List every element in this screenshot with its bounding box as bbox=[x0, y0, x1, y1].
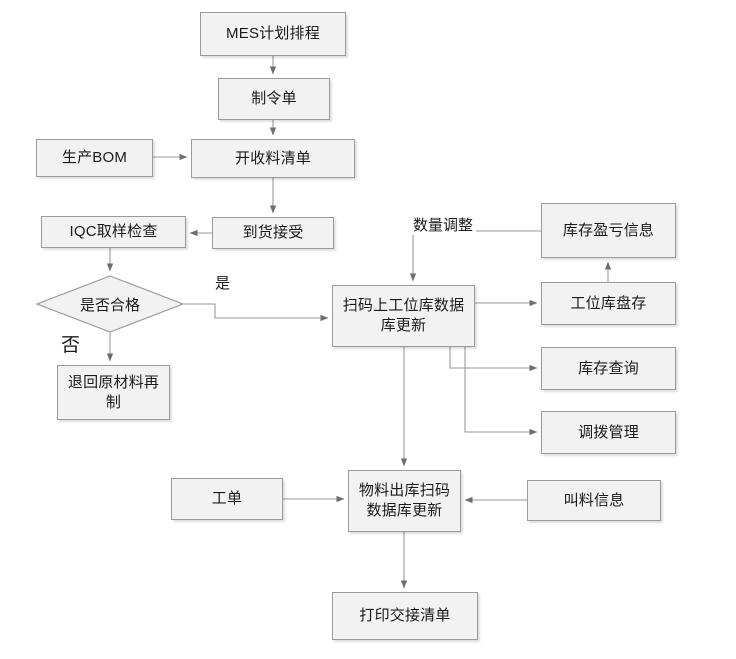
node-scan-out-db-update[interactable]: 物料出库扫码 数据库更新 bbox=[348, 470, 461, 532]
node-iqc-sampling-inspection[interactable]: IQC取样检查 bbox=[41, 216, 186, 248]
node-inventory-profit-loss-info[interactable]: 库存盈亏信息 bbox=[541, 203, 676, 258]
node-print-handover-list[interactable]: 打印交接清单 bbox=[332, 592, 478, 640]
node-inventory-query[interactable]: 库存查询 bbox=[541, 347, 676, 390]
edge-decision-yes-scanin bbox=[184, 303, 329, 322]
node-production-bom[interactable]: 生产BOM bbox=[36, 139, 153, 177]
node-transfer-management[interactable]: 调拨管理 bbox=[541, 411, 676, 454]
node-work-order[interactable]: 工单 bbox=[171, 478, 283, 520]
edge-label-quantity-adjustment: 数量调整 bbox=[410, 214, 477, 235]
node-station-stocktake[interactable]: 工位库盘存 bbox=[541, 282, 676, 325]
edge-scanin-transfer bbox=[464, 347, 538, 436]
edge-profitloss-scanin bbox=[409, 230, 541, 282]
node-qualified-decision[interactable]: 是否合格 bbox=[36, 275, 184, 333]
edge-label-no: 否 bbox=[58, 330, 84, 357]
node-production-order[interactable]: 制令单 bbox=[218, 78, 330, 120]
node-material-receipt-list[interactable]: 开收料清单 bbox=[191, 139, 355, 178]
decision-label: 是否合格 bbox=[79, 296, 140, 314]
node-goods-arrival[interactable]: 到货接受 bbox=[212, 217, 334, 249]
edge-label-yes: 是 bbox=[212, 272, 234, 293]
edge-scanin-query bbox=[449, 347, 538, 372]
diamond-shape bbox=[36, 275, 184, 333]
node-mes-planning[interactable]: MES计划排程 bbox=[200, 12, 346, 56]
node-return-raw-material-rework[interactable]: 退回原材料再 制 bbox=[57, 365, 170, 420]
node-material-call-info[interactable]: 叫料信息 bbox=[527, 480, 661, 521]
node-scan-in-station-db-update[interactable]: 扫码上工位库数据 库更新 bbox=[332, 285, 475, 347]
